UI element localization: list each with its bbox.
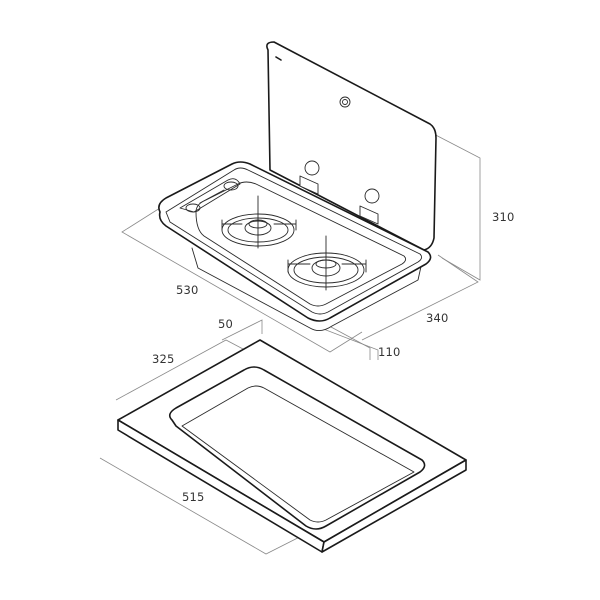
dim-label-hob-length: 530 [176,283,199,297]
hob-dimension-lines [121,129,481,360]
burner-left [221,195,297,249]
lid-hinges [299,160,380,225]
dim-label-hob-depth: 340 [426,311,449,325]
worktop-cutout [117,339,467,553]
dim-label-cutout-offset: 50 [218,317,234,331]
burner-right [287,235,367,291]
dim-label-cutout-depth: 325 [152,352,175,366]
dim-label-hob-height: 110 [378,345,401,359]
dim-label-lid-height: 310 [492,210,515,224]
hob-body [158,161,432,331]
dim-label-cutout-length: 515 [182,490,205,504]
glass-lid [266,41,437,251]
